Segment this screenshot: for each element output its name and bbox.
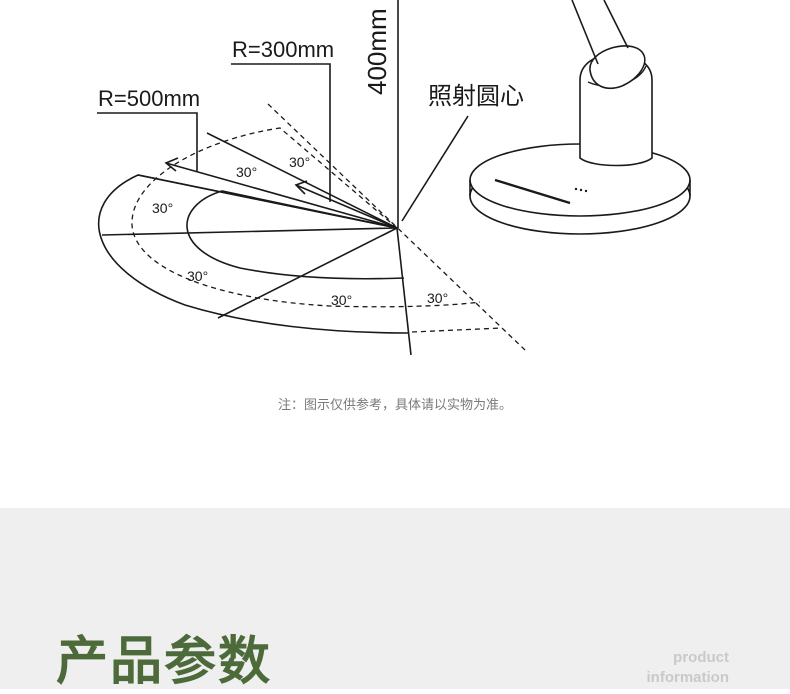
beam-line-arrow-inner: [295, 184, 398, 229]
touch-bar-icon: [494, 178, 571, 205]
subtitle-line: information: [646, 669, 730, 686]
radius-inner-leader: [231, 63, 331, 202]
radius-inner-label: R=300mm: [232, 37, 334, 62]
angle-label: 30°: [152, 200, 173, 216]
center-label: 照射圆心: [428, 83, 524, 110]
product-info-section: 产品参数 product information: [0, 508, 790, 692]
outer-radius-outline: [98, 174, 409, 334]
beam-line-top: [206, 132, 398, 229]
angle-label: 30°: [187, 268, 208, 284]
horizontal-axis-line: [101, 227, 398, 236]
angle-label: 30°: [331, 292, 352, 308]
arrow-head-inner: [294, 180, 308, 195]
dashed-beam-outline: [131, 127, 481, 308]
inner-radius-outline: [186, 190, 405, 280]
lamp-arm: [571, 0, 629, 65]
lamp-illustration: [469, 0, 691, 235]
angle-label: 30°: [427, 290, 448, 306]
dashed-lower: [411, 327, 503, 333]
beam-line-lower: [217, 227, 398, 319]
beam-line-arrow-outer: [165, 162, 398, 229]
section-title: 产品参数: [56, 632, 273, 692]
arrow-head-outer: [164, 157, 179, 172]
disclaimer-note: 注：图示仅供参考，具体请以实物为准。: [277, 398, 512, 413]
beam-line-upper-outer: [137, 174, 398, 229]
lamp-hinge: [589, 45, 646, 90]
projection-line: [396, 227, 412, 356]
center-label-leader: [401, 115, 469, 222]
subtitle-line: product: [673, 649, 729, 666]
height-label: 400mm: [362, 8, 392, 95]
section-subtitle: product information: [647, 648, 730, 688]
illumination-diagram: 30° 30° 30° 30° 30° 30° R=500mm R=300mm …: [97, 0, 691, 356]
angle-label: 30°: [289, 154, 310, 170]
angle-label: 30°: [236, 164, 257, 180]
diagram-panel: 30° 30° 30° 30° 30° 30° R=500mm R=300mm …: [97, 0, 691, 413]
radius-outer-leader: [97, 112, 198, 172]
radius-outer-label: R=500mm: [98, 86, 200, 111]
